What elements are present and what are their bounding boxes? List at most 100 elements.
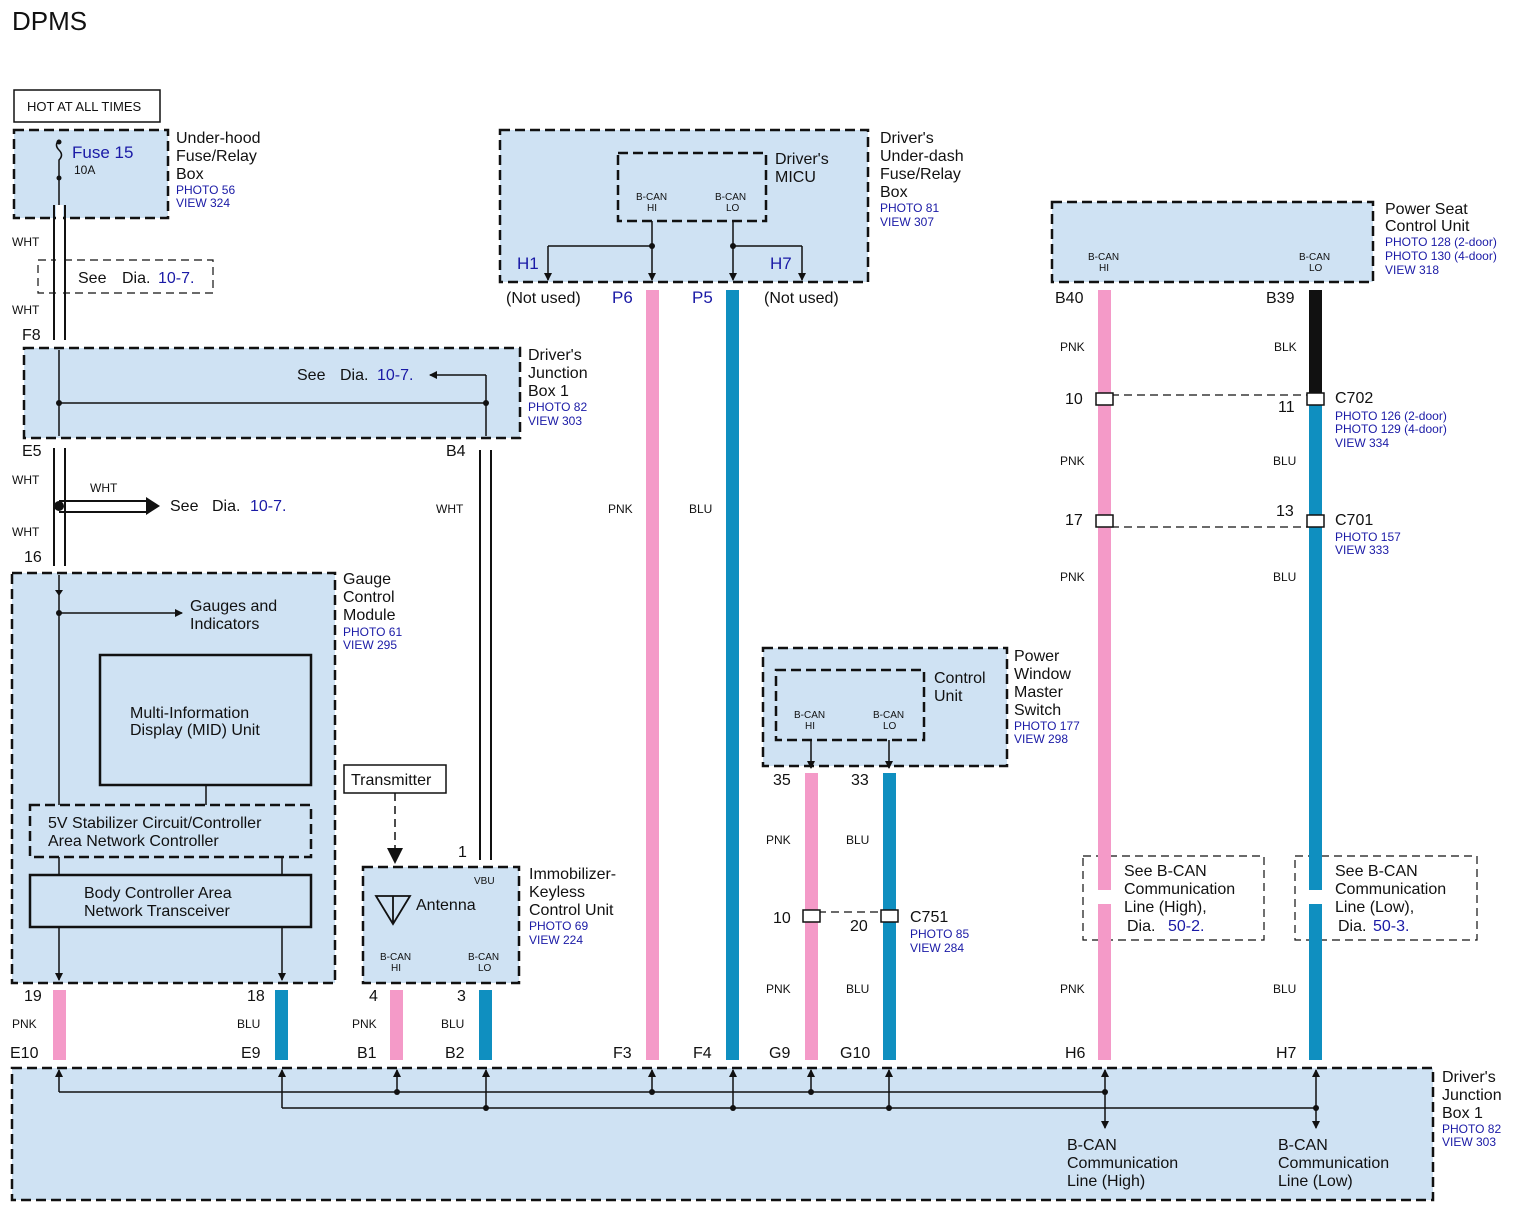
- underhood-box: [12, 128, 170, 220]
- underdash-view: VIEW 307: [880, 215, 934, 229]
- see-high-dia: Dia.: [1127, 918, 1155, 935]
- see-word-2: See: [297, 367, 326, 384]
- jb1-top-label-2: Junction: [528, 365, 588, 382]
- jb1-bottom-label-2: Junction: [1442, 1087, 1502, 1104]
- pin-p5: P5: [692, 288, 713, 307]
- pseat-bcan-hi-1: B-CAN: [1088, 252, 1119, 263]
- immobilizer-box: [361, 865, 521, 985]
- stabilizer-label-1: 5V Stabilizer Circuit/Controller: [48, 815, 262, 832]
- underhood-label-2: Fuse/Relay: [176, 148, 257, 165]
- c702-photo-2: PHOTO 129 (4-door): [1335, 422, 1447, 436]
- see-word-1: See: [78, 270, 107, 287]
- antenna-icon: [374, 895, 412, 926]
- pin-g9: G9: [769, 1045, 790, 1062]
- pin-3: 3: [457, 988, 466, 1005]
- transmitter-arrow-icon: [387, 848, 403, 864]
- c702-name: C702: [1335, 390, 1373, 407]
- immob-bcan-hi-2: HI: [391, 963, 401, 974]
- jb1-top-label-3: Box 1: [528, 383, 569, 400]
- wire-color-blu-c702: BLU: [1273, 454, 1296, 468]
- fuse-rating: 10A: [74, 163, 95, 177]
- see-low-1: See B-CAN: [1335, 863, 1418, 880]
- bcan-low-label-1: B-CAN: [1278, 1137, 1328, 1154]
- pin-4: 4: [369, 988, 378, 1005]
- see-low-2: Communication: [1335, 881, 1446, 898]
- transceiver-label-2: Network Transceiver: [84, 903, 230, 920]
- jb1-top-label-1: Driver's: [528, 347, 582, 364]
- micu-bcan-hi-1: B-CAN: [636, 192, 667, 203]
- wire-color-blu-c701: BLU: [1273, 570, 1296, 584]
- pin-18: 18: [247, 988, 265, 1005]
- pin-c702-11: 11: [1278, 399, 1295, 416]
- wire-color-wht-4: WHT: [12, 525, 40, 539]
- micu-label-2: MICU: [775, 169, 816, 186]
- see-dia-box-high: [1082, 855, 1265, 941]
- jb1-bottom-photo: PHOTO 82: [1442, 1122, 1501, 1136]
- c751-view: VIEW 284: [910, 941, 964, 955]
- see-dia-2: Dia.: [340, 367, 368, 384]
- wire-pnk-4: [390, 990, 403, 1060]
- pin-35: 35: [773, 772, 791, 789]
- pwms-label-4: Switch: [1014, 702, 1061, 719]
- pseat-bcan-lo-1: B-CAN: [1299, 252, 1330, 263]
- control-unit-label-2: Unit: [934, 688, 963, 705]
- not-used-2: (Not used): [764, 290, 839, 307]
- underhood-photo: PHOTO 56: [176, 183, 235, 197]
- gauge-label-1: Gauge: [343, 571, 391, 588]
- see-low-ref: 50-3.: [1373, 918, 1409, 935]
- stabilizer-label-2: Area Network Controller: [48, 833, 219, 850]
- antenna-label: Antenna: [416, 897, 476, 914]
- see-high-2: Communication: [1124, 881, 1235, 898]
- gauges-indicators-2: Indicators: [190, 616, 259, 633]
- jb1-bottom-view: VIEW 303: [1442, 1135, 1496, 1149]
- pin-p6: P6: [612, 288, 633, 307]
- bcan-low-label-2: Communication: [1278, 1155, 1389, 1172]
- pin-h7: H7: [1276, 1045, 1297, 1062]
- underhood-label-3: Box: [176, 166, 204, 183]
- bcan-high-label-3: Line (High): [1067, 1173, 1145, 1190]
- wire-color-pnk-4: PNK: [352, 1017, 377, 1031]
- c701-view: VIEW 333: [1335, 543, 1389, 557]
- c702-photo-1: PHOTO 126 (2-door): [1335, 409, 1447, 423]
- wire-pnk-19: [53, 990, 66, 1060]
- transceiver-box: [28, 873, 313, 929]
- stabilizer-box: [28, 803, 313, 859]
- wire-color-pnk-p6: PNK: [608, 502, 633, 516]
- underdash-label-4: Box: [880, 184, 908, 201]
- pin-b39: B39: [1266, 290, 1295, 307]
- bcan-low-label-3: Line (Low): [1278, 1173, 1353, 1190]
- see-high-ref: 50-2.: [1168, 918, 1204, 935]
- pin-e5: E5: [22, 443, 42, 460]
- micu-bcan-lo-2: LO: [726, 203, 740, 214]
- page-title: DPMS: [12, 6, 87, 36]
- pin-g10: G10: [840, 1045, 870, 1062]
- wire-color-blu-c751: BLU: [846, 982, 869, 996]
- wire-blk-b39: [1309, 290, 1322, 395]
- arrow-right-icon: [146, 497, 160, 515]
- pseat-view: VIEW 318: [1385, 263, 1439, 277]
- pin-33: 33: [851, 772, 869, 789]
- wire-blu-p5: [726, 290, 739, 1060]
- c751-name: C751: [910, 909, 948, 926]
- wire-blu-18: [275, 990, 288, 1060]
- immob-label-3: Control Unit: [529, 902, 614, 919]
- immob-bcan-lo-2: LO: [478, 963, 492, 974]
- pin-b2: B2: [445, 1045, 465, 1062]
- pwms-bcan-hi-2: HI: [805, 721, 815, 732]
- wire-color-wht-5: WHT: [436, 502, 464, 516]
- pseat-label-1: Power Seat: [1385, 201, 1468, 218]
- pin-e9: E9: [241, 1045, 261, 1062]
- pin-f4: F4: [693, 1045, 712, 1062]
- pwms-photo: PHOTO 177: [1014, 719, 1080, 733]
- pin-h1: H1: [517, 254, 539, 273]
- wire-color-blu-3: BLU: [441, 1017, 464, 1031]
- power-seat-box: [1050, 200, 1375, 284]
- immob-bcan-lo-1: B-CAN: [468, 952, 499, 963]
- pwms-view: VIEW 298: [1014, 732, 1068, 746]
- gauge-label-3: Module: [343, 607, 396, 624]
- transmitter-box: [343, 764, 447, 794]
- bcan-high-label-2: Communication: [1067, 1155, 1178, 1172]
- c701-name: C701: [1335, 512, 1373, 529]
- see-dia-1: Dia.: [122, 270, 150, 287]
